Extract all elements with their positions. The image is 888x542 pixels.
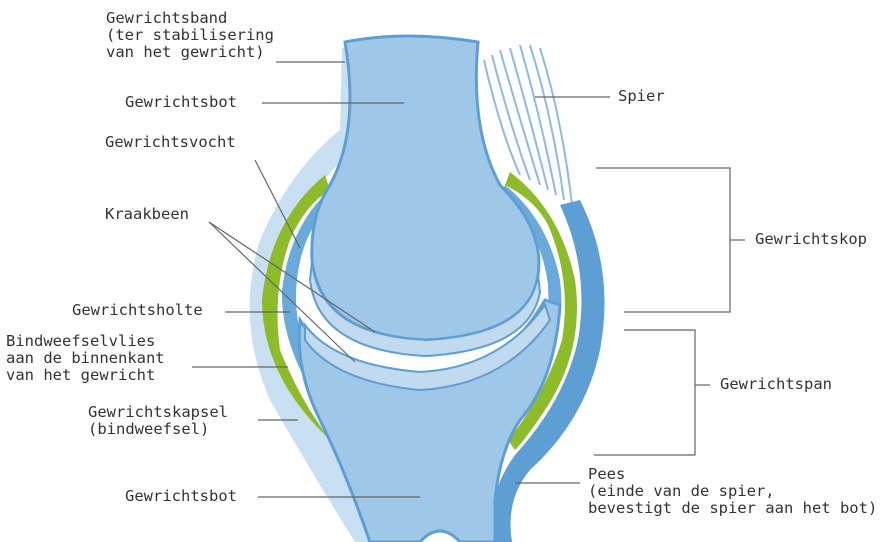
label-ligament: Gewrichtsband (ter stabilisering van het… [106, 10, 274, 61]
label-tendon: Pees (einde van de spier, bevestigt de s… [588, 466, 877, 517]
label-cartilage: Kraakbeen [105, 206, 189, 223]
label-muscle: Spier [618, 88, 665, 105]
label-joint-socket: Gewrichtspan [720, 376, 832, 393]
label-bone-top: Gewrichtsbot [125, 94, 237, 111]
label-joint-capsule: Gewrichtskapsel (bindweefsel) [88, 404, 228, 438]
label-joint-head: Gewrichtskop [755, 231, 867, 248]
label-synovial-fluid: Gewrichtsvocht [105, 134, 236, 151]
label-synovial-membrane: Bindweefselvlies aan de binnenkant van h… [6, 333, 165, 384]
label-joint-cavity: Gewrichtsholte [72, 302, 203, 319]
label-bone-bottom: Gewrichtsbot [125, 488, 237, 505]
